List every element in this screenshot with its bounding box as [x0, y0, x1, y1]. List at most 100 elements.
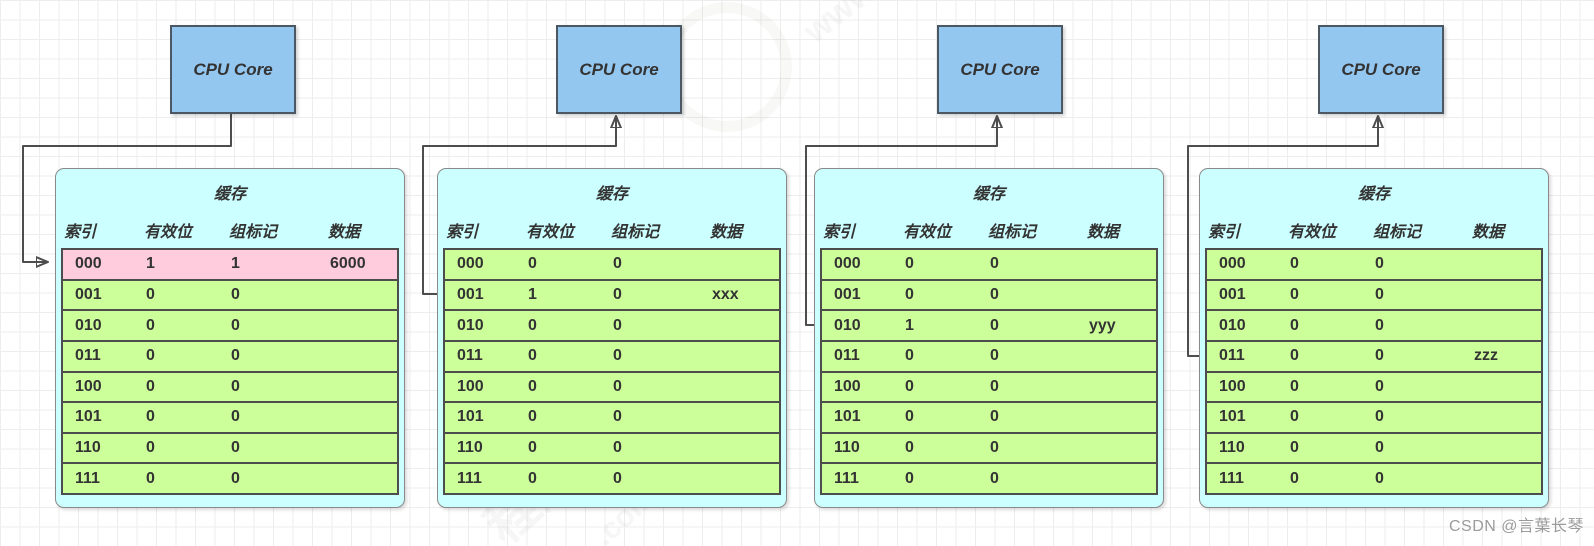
cache-title: 缓存 — [595, 186, 628, 203]
cache-cell-valid: 0 — [1290, 316, 1299, 334]
cache-cell-index: 011 — [457, 347, 483, 365]
cache-cell-valid: 0 — [146, 285, 155, 303]
cache-cell-valid: 0 — [905, 377, 914, 395]
cache-cell-valid: 0 — [905, 285, 914, 303]
column-header-index: 索引 — [446, 224, 479, 241]
cache-cell-valid: 0 — [528, 316, 537, 334]
cache-cell-tag: 0 — [613, 347, 622, 365]
column-header-valid: 有效位 — [903, 224, 952, 241]
cache-row-100: 100 0 0 — [63, 372, 397, 402]
cache-cell-index: 010 — [834, 316, 861, 334]
cache-cell-valid: 0 — [1290, 377, 1299, 395]
cache-cell-valid: 0 — [528, 347, 537, 365]
cache-header: 索引 有效位 组标记 数据 — [64, 218, 398, 242]
cpu-core-box-1: CPU Core — [170, 25, 296, 114]
cache-cell-tag: 0 — [990, 439, 999, 457]
cache-cell-valid: 0 — [905, 255, 914, 273]
background-text-watermark: www — [796, 0, 883, 51]
cache-cell-valid: 0 — [1290, 469, 1299, 487]
cache-row-111: 111 0 0 — [63, 464, 397, 493]
column-header-tag: 组标记 — [229, 224, 278, 241]
cache-cell-tag: 0 — [1375, 316, 1384, 334]
column-header-valid: 有效位 — [1288, 224, 1337, 241]
cache-cell-index: 001 — [75, 285, 102, 303]
cache-cell-index: 110 — [834, 439, 860, 457]
cache-cell-index: 101 — [834, 408, 861, 426]
column-header-index: 索引 — [64, 224, 97, 241]
cache-cell-tag: 0 — [231, 439, 240, 457]
cache-cell-tag: 0 — [1375, 255, 1384, 273]
cache-title: 缓存 — [1357, 186, 1390, 203]
cache-cell-tag: 0 — [990, 285, 999, 303]
cache-cell-tag: 0 — [231, 347, 240, 365]
cache-cell-valid: 0 — [146, 408, 155, 426]
cache-row-100: 100 0 0 — [1207, 372, 1541, 402]
cache-cell-valid: 1 — [528, 285, 537, 303]
cpu-core-box-4: CPU Core — [1318, 25, 1444, 114]
cache-cell-index: 000 — [457, 255, 484, 273]
cache-cell-valid: 0 — [528, 469, 537, 487]
cache-cell-tag: 0 — [1375, 347, 1384, 365]
cache-cell-index: 111 — [75, 469, 100, 487]
cache-header: 索引 有效位 组标记 数据 — [446, 218, 780, 242]
cache-cell-tag: 0 — [990, 347, 999, 365]
cache-cell-tag: 0 — [1375, 377, 1384, 395]
cache-cell-data: xxx — [712, 285, 739, 303]
cache-cell-valid: 0 — [146, 377, 155, 395]
cache-cell-index: 011 — [75, 347, 101, 365]
cache-cell-valid: 0 — [1290, 439, 1299, 457]
cache-cell-tag: 0 — [613, 285, 622, 303]
cache-cell-index: 001 — [1219, 285, 1246, 303]
cache-cell-tag: 0 — [990, 377, 999, 395]
cache-cell-index: 100 — [75, 377, 102, 395]
cache-title: 缓存 — [213, 186, 246, 203]
cache-cell-tag: 0 — [990, 255, 999, 273]
cache-header: 索引 有效位 组标记 数据 — [823, 218, 1157, 242]
cache-row-110: 110 0 0 — [1207, 433, 1541, 463]
cache-cell-tag: 0 — [990, 408, 999, 426]
cache-cell-tag: 0 — [1375, 285, 1384, 303]
column-header-data: 数据 — [1087, 224, 1120, 241]
cache-cell-index: 110 — [1219, 439, 1245, 457]
cache-cell-index: 100 — [1219, 377, 1246, 395]
cache-cell-index: 101 — [1219, 408, 1246, 426]
cache-cell-valid: 1 — [905, 316, 914, 334]
column-header-data: 数据 — [1472, 224, 1505, 241]
cache-cell-tag: 0 — [613, 255, 622, 273]
cache-cell-tag: 0 — [231, 469, 240, 487]
cache-cell-index: 000 — [1219, 255, 1246, 273]
cache-cell-valid: 0 — [528, 408, 537, 426]
column-header-valid: 有效位 — [526, 224, 575, 241]
cache-cell-valid: 0 — [146, 347, 155, 365]
cache-cell-index: 010 — [457, 316, 484, 334]
cache-cell-data: zzz — [1474, 347, 1498, 365]
cache-cell-index: 010 — [1219, 316, 1246, 334]
cache-cell-valid: 0 — [905, 469, 914, 487]
cache-cell-tag: 0 — [231, 377, 240, 395]
cache-cell-data: 6000 — [330, 255, 366, 273]
cache-cell-index: 000 — [834, 255, 861, 273]
cache-cell-valid: 0 — [528, 255, 537, 273]
cache-cell-tag: 0 — [613, 469, 622, 487]
cache-cell-index: 101 — [75, 408, 102, 426]
cache-row-010: 010 0 0 — [1207, 311, 1541, 340]
cache-header: 索引 有效位 组标记 数据 — [1208, 218, 1542, 242]
cache-cell-index: 111 — [457, 469, 482, 487]
cache-cell-tag: 0 — [1375, 439, 1384, 457]
cache-cell-valid: 0 — [146, 469, 155, 487]
cache-cell-valid: 0 — [146, 439, 155, 457]
